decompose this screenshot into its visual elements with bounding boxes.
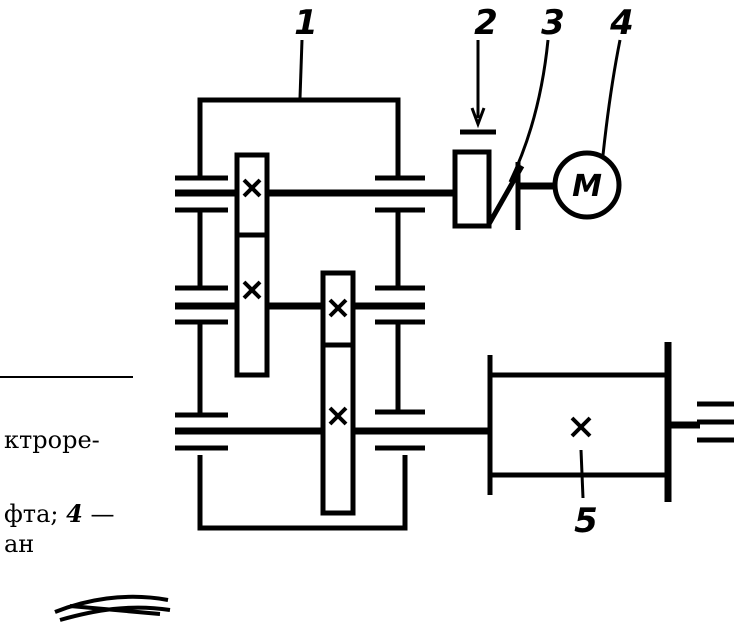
gear-lower-large [320,270,356,516]
callouts: 1 2 3 4 5 [294,3,634,541]
gear-upper-large [234,152,270,378]
right-wall-bearings [375,175,425,451]
callout-3: 3 [541,3,565,43]
left-wall-bearings [175,175,228,451]
callout-5: 5 [574,501,598,541]
callout-1: 1 [294,3,318,43]
caption-line-2-number: 4 [66,499,83,528]
gearbox-housing [197,97,408,531]
caption-line-2-dash: — [90,500,114,528]
caption-line-1: ктроре- [4,426,100,454]
caption-line-2-prefix: фта; [4,500,58,528]
callout-4: 4 [609,3,634,43]
motor-icon: M [552,150,622,220]
motor-symbol: M [572,169,602,204]
leader-lines [298,39,622,183]
caption-line-2: фта; 4 — [4,499,114,528]
brake-block [452,129,496,229]
gear-centre-marks [242,178,348,426]
drum [487,342,734,502]
coupling [486,162,556,230]
caption-line-3: ан [4,530,34,558]
scribble-mark [54,594,171,622]
callout-2: 2 [474,3,498,43]
